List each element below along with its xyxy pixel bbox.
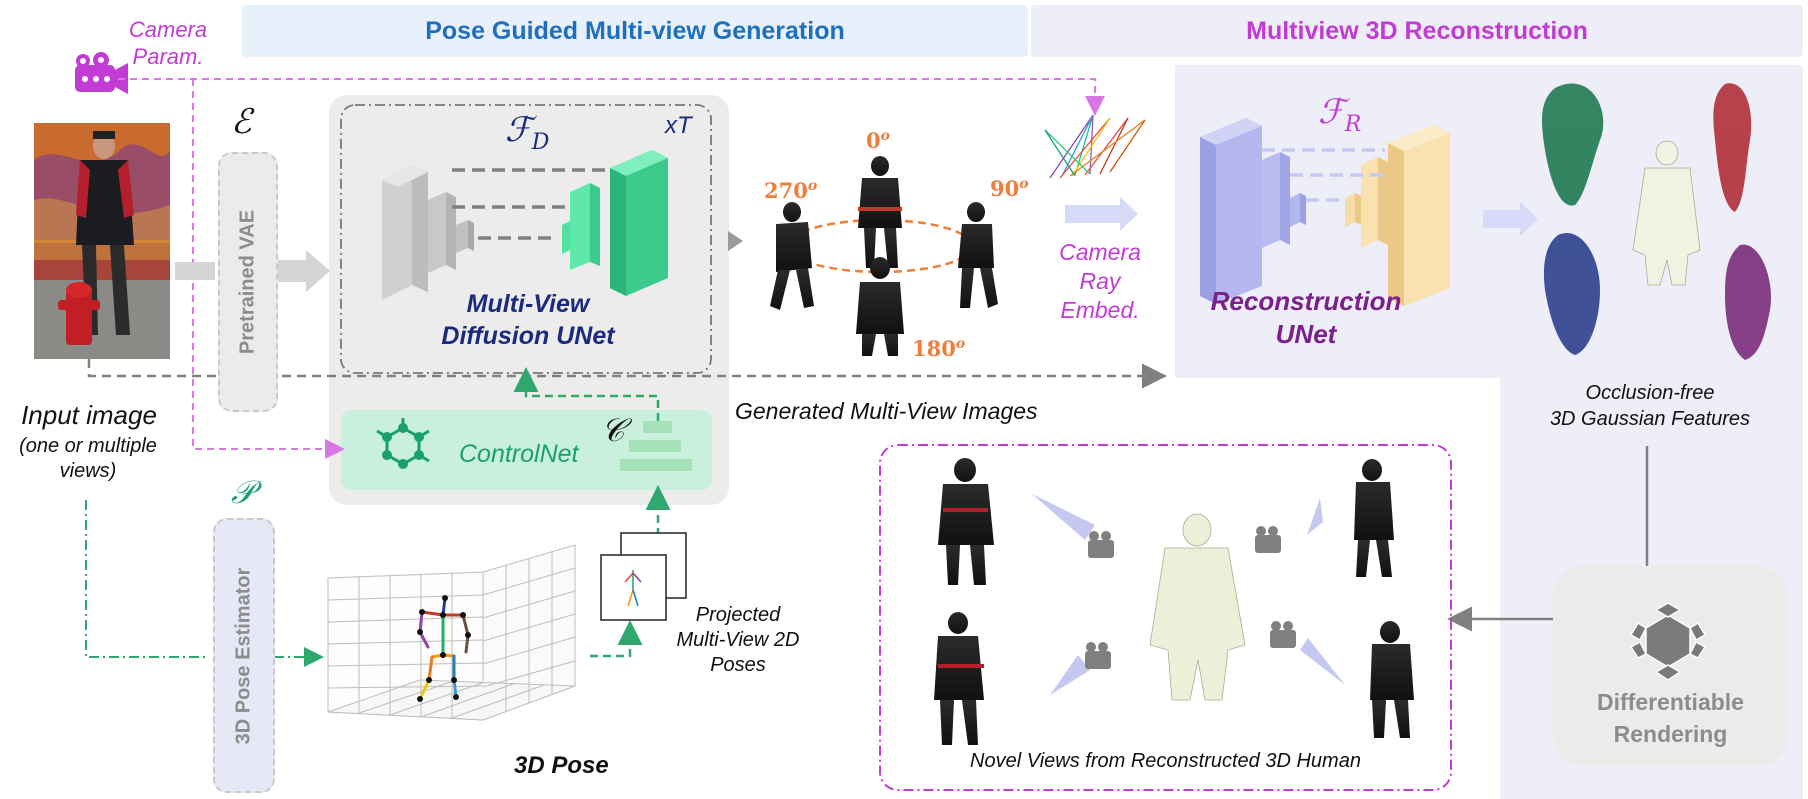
controlnet-stack — [620, 421, 692, 471]
novel-views-label: Novel Views from Reconstructed 3D Human — [970, 750, 1361, 772]
pose-estimator-label: 3D Pose Estimator — [232, 567, 255, 744]
angle-0-value: 0 — [866, 128, 881, 153]
pose-estimator-symbol: 𝒫 — [231, 473, 255, 511]
reconstruction-encoder-block — [1200, 118, 1306, 304]
reconstruction-decoder-block — [1345, 125, 1450, 306]
controlnet-to-unet-arrow — [513, 367, 660, 421]
controlnet-label: ControlNet — [459, 440, 579, 468]
gaussian-mesh-figure — [1632, 140, 1701, 286]
camera-ray-label: Camera Ray Embed. — [1059, 239, 1141, 323]
reconstruction-symbol-main: ℱ — [1318, 92, 1345, 132]
reconstruction-skip-lines — [1262, 148, 1385, 202]
generated-views-label: Generated Multi-View Images — [735, 398, 1038, 424]
camera-param-icon — [75, 52, 128, 94]
pose-estimator-box: 3D Pose Estimator — [213, 518, 275, 793]
gaussian-feature-blobs — [1542, 83, 1771, 360]
controlnet-box — [341, 410, 712, 490]
diffusion-unet-box — [340, 104, 712, 374]
encoder-symbol: ℰ — [231, 102, 252, 142]
diffusion-encoder-block — [382, 165, 474, 300]
reconstruction-symbol-sub: R — [1344, 111, 1362, 137]
novel-views-box — [879, 444, 1452, 791]
angle-0-degree: o — [880, 128, 890, 144]
camera-ray-arrow — [1065, 197, 1138, 231]
input-image-title: Input image — [21, 400, 157, 430]
pose3d-joints — [417, 595, 471, 702]
camera-param-arrow-down — [192, 79, 345, 459]
input-image-subtitle: (one or multiple views) — [19, 435, 157, 482]
angle-270-value: 270 — [764, 178, 808, 203]
diffusion-skip-lines — [452, 168, 608, 240]
input-photo — [34, 123, 170, 359]
pose3d-to-2d-arrow — [590, 620, 643, 658]
header-pose-guided-generation: Pose Guided Multi-view Generation — [425, 16, 845, 45]
angle-90-degree: o — [1019, 176, 1029, 192]
diffusion-symbol-sub: D — [531, 129, 550, 155]
diff-rendering-label: Differentiable Rendering — [1597, 689, 1744, 747]
reconstruction-symbol: ℱR — [1318, 92, 1361, 137]
diffusion-to-views-arrow — [728, 231, 743, 251]
gaussian-features-label: Occlusion-free 3D Gaussian Features — [1549, 382, 1751, 430]
diffusion-symbol-main: ℱ — [505, 110, 532, 150]
novel-mesh-figure — [1149, 513, 1246, 701]
controlnet-symbol: 𝒞 — [601, 411, 625, 449]
header-multiview-reconstruction: Multiview 3D Reconstruction — [1246, 16, 1588, 45]
camera-ray-fan — [1044, 114, 1146, 179]
controlnet-icon — [376, 418, 430, 469]
header-bar-left — [242, 5, 1028, 57]
header-bar-right — [1031, 5, 1803, 57]
projected-poses-label: Projected Multi-View 2D Poses — [676, 604, 800, 676]
pose3d-plot — [327, 544, 576, 721]
pose-input-arrow — [85, 500, 208, 658]
pretrained-vae-box: Pretrained VAE — [218, 152, 278, 412]
vae-output-arrow — [272, 250, 330, 292]
pretrained-vae-label: Pretrained VAE — [236, 209, 259, 355]
diffusion-unet-label: Multi-View Diffusion UNet — [441, 290, 615, 350]
recon-to-gaussian-arrow — [1483, 202, 1538, 236]
diffusion-decoder-block — [562, 150, 668, 296]
timestep-label: xT — [665, 112, 692, 139]
angle-90-value: 90 — [990, 176, 1020, 201]
angle-180-degree: o — [955, 336, 966, 352]
angle-90-label: 90o — [990, 176, 1029, 201]
projected-pose-cards — [600, 532, 687, 621]
novel-view-figures — [934, 458, 1414, 745]
skip-arrow — [87, 359, 1167, 389]
diffusion-symbol: ℱD — [505, 110, 549, 155]
vae-input-arrow — [175, 262, 215, 280]
camera-param-label: Camera Param. — [128, 17, 208, 69]
camera-param-arrow-top — [118, 78, 1105, 116]
angle-180-value: 180 — [912, 336, 956, 361]
rendering-icon — [1629, 602, 1707, 681]
angle-0-label: 0o — [866, 128, 890, 153]
novel-view-cameras — [1032, 494, 1345, 695]
pose3d-label: 3D Pose — [514, 752, 609, 779]
angle-270-degree: o — [807, 178, 818, 194]
angle-180-label: 180o — [912, 336, 965, 361]
angle-270-label: 270o — [764, 178, 817, 203]
generated-view-figures — [770, 156, 998, 356]
reconstruction-unet-label: Reconstruction UNet — [1210, 286, 1402, 349]
